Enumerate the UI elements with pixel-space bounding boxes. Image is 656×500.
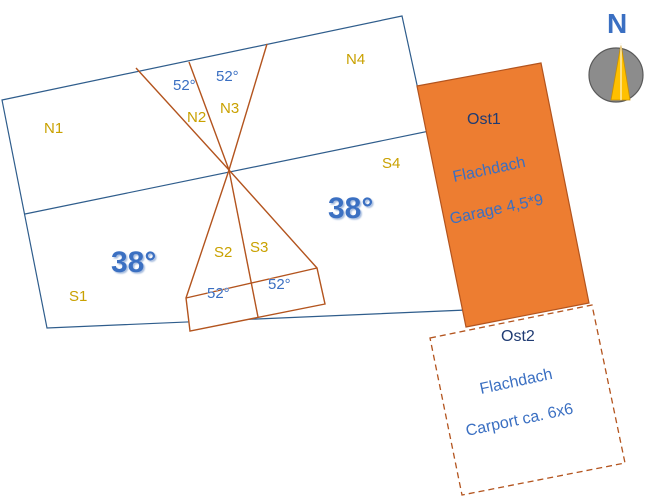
ridge-line: [24, 127, 445, 215]
compass: N: [588, 8, 644, 103]
angle-label-n3: 52°: [216, 68, 239, 85]
south-bay-split: [228, 169, 259, 318]
section-label-n1: N1: [44, 120, 63, 137]
carport-flat-roof: [429, 304, 626, 496]
angle-label-south-main: 38°: [111, 246, 156, 279]
garage-name-label: Ost1: [467, 111, 501, 128]
carport-roof-type-label: Flachdach: [478, 366, 554, 398]
angle-label-s2: 52°: [207, 285, 230, 302]
section-label-n2: N2: [187, 109, 206, 126]
angle-label-s3: 52°: [268, 276, 291, 293]
section-label-s4: S4: [382, 155, 400, 172]
carport-name-label: Ost2: [501, 328, 535, 345]
carport-size-label: Carport ca. 6x6: [464, 401, 575, 440]
section-label-s1: S1: [69, 288, 87, 305]
compass-north-label: N: [607, 8, 627, 39]
hip-line-north-right: [228, 43, 268, 171]
section-label-n3: N3: [220, 100, 239, 117]
section-label-s3: S3: [250, 239, 268, 256]
garage-flat-roof: [416, 62, 590, 328]
section-label-n4: N4: [346, 51, 365, 68]
angle-label-north-main: 38°: [328, 192, 373, 225]
section-label-s2: S2: [214, 244, 232, 261]
angle-label-n2: 52°: [173, 77, 196, 94]
